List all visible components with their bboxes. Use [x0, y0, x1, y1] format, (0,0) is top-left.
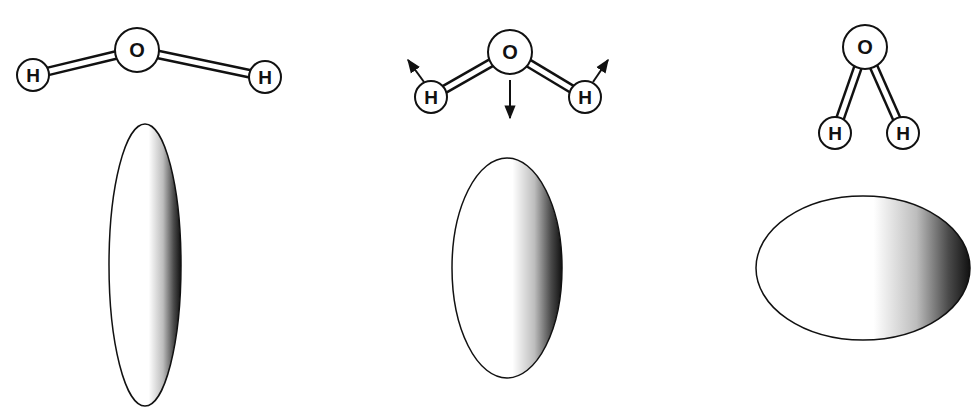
bond-fill	[840, 67, 858, 119]
atom-symbol: H	[258, 68, 272, 87]
polarizability-ellipsoid	[109, 124, 181, 406]
bond-fill	[158, 54, 251, 74]
atom-symbol: O	[857, 37, 873, 57]
bond-outline	[873, 66, 896, 119]
atom-circle: H	[818, 116, 852, 150]
bond-tube	[840, 67, 858, 119]
atom-circle: H	[16, 58, 50, 92]
bond-outline	[48, 55, 117, 72]
atom-circle: H	[568, 80, 602, 114]
atom-symbol: H	[896, 124, 910, 143]
atom-circle: O	[487, 29, 533, 75]
polarizability-ellipsoid	[452, 158, 562, 378]
motion-arrow	[593, 60, 608, 82]
atom-circle: O	[114, 27, 160, 73]
atom-circle: O	[842, 24, 888, 70]
motion-arrow	[408, 60, 424, 82]
motion-arrow	[509, 80, 511, 118]
bond-tube	[528, 63, 572, 89]
bond-tube	[158, 54, 251, 74]
bond-tube	[48, 55, 117, 72]
bond-fill	[873, 66, 896, 119]
atom-symbol: H	[578, 88, 592, 107]
bond-tube	[444, 62, 492, 89]
atom-circle: H	[248, 60, 282, 94]
atom-symbol: H	[828, 124, 842, 143]
atom-circle: H	[414, 80, 448, 114]
atom-symbol: O	[502, 42, 518, 62]
atom-symbol: H	[424, 88, 438, 107]
bond-fill	[444, 62, 492, 89]
atom-symbol: O	[129, 40, 145, 60]
atom-symbol: H	[26, 66, 40, 85]
bond-tube	[873, 66, 896, 119]
bond-outline	[158, 54, 251, 74]
polarizability-ellipsoid	[756, 196, 970, 340]
bond-outline	[444, 62, 492, 89]
bond-outline	[528, 63, 572, 89]
atom-circle: H	[886, 116, 920, 150]
bond-outline	[840, 67, 858, 119]
bond-fill	[528, 63, 572, 89]
bond-fill	[48, 55, 117, 72]
